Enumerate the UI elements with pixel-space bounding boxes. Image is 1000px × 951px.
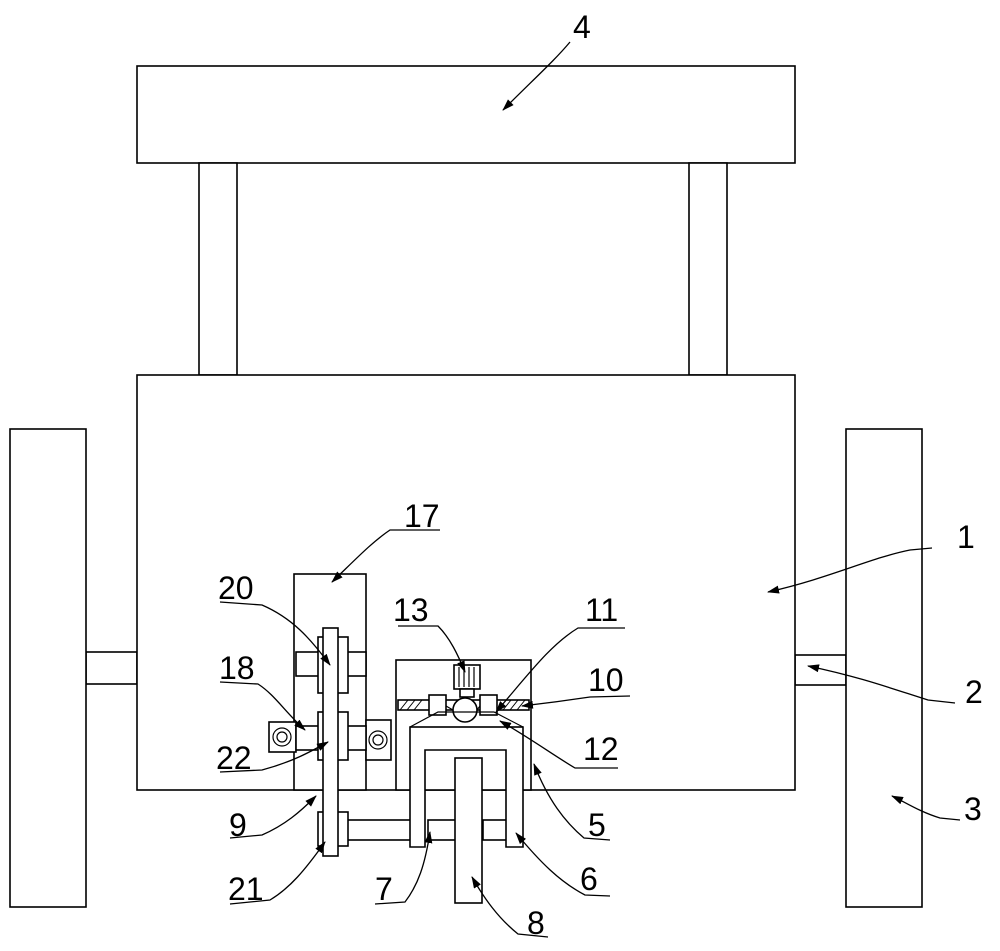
motor-body [453, 664, 481, 690]
left-axle [85, 651, 138, 685]
right-bearing-outer [368, 730, 388, 750]
label-2: 2 [965, 674, 983, 710]
motor-neck [459, 688, 475, 698]
part-labels: 4 1 2 3 17 20 18 22 9 21 13 11 10 12 5 6… [216, 9, 983, 941]
lower-shaft-right [427, 819, 459, 841]
top-panel [136, 65, 796, 164]
cam-link-left [445, 705, 454, 711]
label-13: 13 [393, 592, 429, 628]
label-18: 18 [219, 650, 255, 686]
label-21: 21 [228, 871, 264, 907]
right-axle [794, 654, 847, 686]
left-bearing-inner [276, 731, 288, 743]
cutter-bar [454, 757, 483, 904]
label-20: 20 [218, 570, 254, 606]
label-3: 3 [964, 791, 982, 827]
label-22: 22 [216, 740, 252, 776]
lift-frame [409, 726, 524, 848]
label-11: 11 [585, 592, 618, 628]
lift-frame-wedge [409, 711, 524, 728]
left-post [198, 162, 238, 376]
left-wheel [9, 428, 87, 908]
cam-ball [452, 697, 478, 723]
label-5: 5 [588, 807, 606, 843]
leader-lines [219, 41, 961, 938]
label-17: 17 [404, 498, 440, 534]
label-4: 4 [573, 9, 591, 45]
right-post [688, 162, 728, 376]
label-6: 6 [580, 861, 598, 897]
label-7: 7 [375, 871, 393, 907]
left-bearing-outer [272, 727, 292, 747]
left-slider [428, 694, 447, 716]
label-9: 9 [229, 807, 247, 843]
label-1: 1 [957, 519, 975, 555]
label-10: 10 [588, 662, 624, 698]
right-bearing-inner [372, 734, 384, 746]
drive-chain-plate [322, 627, 339, 857]
lower-shaft [342, 819, 414, 841]
cam-link-right [476, 705, 481, 711]
label-8: 8 [527, 905, 545, 941]
right-wheel [845, 428, 923, 908]
label-12: 12 [583, 731, 619, 767]
